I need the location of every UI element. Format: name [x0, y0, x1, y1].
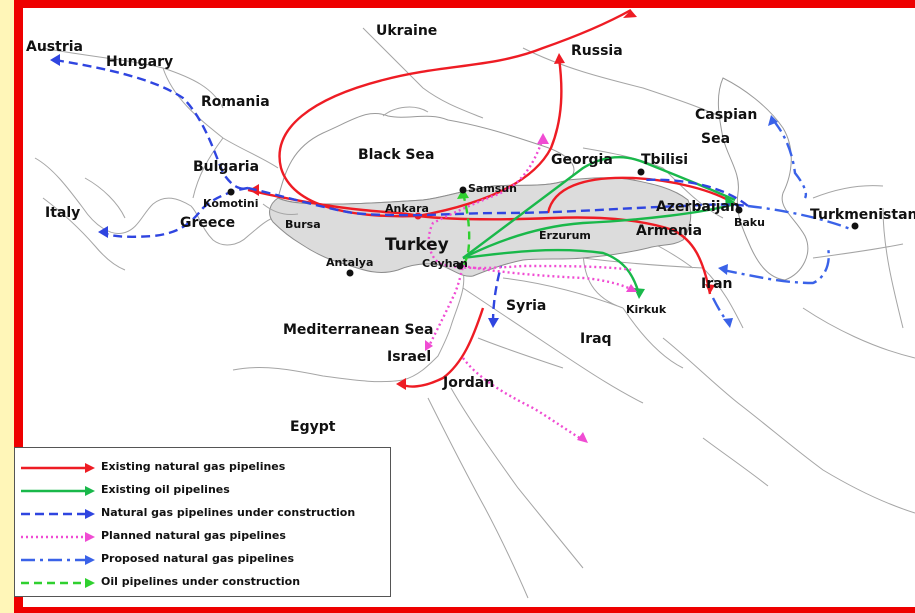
- legend-swatch-gas-under-construction: [21, 509, 95, 519]
- label-jordan: Jordan: [442, 375, 494, 391]
- italy-coast: [42, 177, 126, 271]
- label-egypt: Egypt: [290, 419, 336, 435]
- legend-label-oil-under-construction: Oil pipelines under construction: [101, 575, 301, 588]
- legend-swatch-oil-under-construction: [21, 578, 95, 588]
- turkmen-coast: [812, 185, 904, 259]
- proposed-gas-pipelines: [711, 115, 854, 328]
- map-area: Ukraine Russia Austria Hungary Romania B…: [14, 0, 915, 613]
- label-kirkuk: Kirkuk: [626, 303, 667, 316]
- label-caspian: Caspian: [695, 107, 757, 123]
- gulf-coast: [662, 337, 915, 514]
- legend-label-existing-gas: Existing natural gas pipelines: [101, 460, 286, 473]
- label-mediterranean: Mediterranean Sea: [283, 322, 433, 338]
- planned-gas-pipelines: [425, 133, 637, 443]
- legend-item-proposed-gas: Proposed natural gas pipelines: [15, 550, 390, 570]
- label-bursa: Bursa: [285, 218, 321, 231]
- label-tbilisi: Tbilisi: [641, 152, 688, 168]
- africa-coast: [232, 325, 452, 383]
- legend-label-proposed-gas: Proposed natural gas pipelines: [101, 552, 295, 565]
- label-ukraine: Ukraine: [376, 23, 437, 39]
- country-borders: [42, 27, 915, 404]
- legend-swatch-proposed-gas: [21, 555, 95, 565]
- label-austria: Austria: [26, 39, 83, 55]
- existing-oil-pipelines: [462, 156, 736, 299]
- label-erzurum: Erzurum: [539, 229, 591, 242]
- legend-item-gas-under-construction: Natural gas pipelines under construction: [15, 504, 390, 524]
- label-greece: Greece: [180, 215, 235, 231]
- label-turkmenistan: Turkmenistan: [810, 207, 915, 223]
- legend-item-existing-oil: Existing oil pipelines: [15, 481, 390, 501]
- europe-coast: [34, 157, 279, 246]
- map-legend: Existing natural gas pipelines Existing …: [14, 447, 391, 597]
- label-italy: Italy: [45, 205, 80, 221]
- label-ceyhan: Ceyhan: [422, 257, 468, 270]
- legend-swatch-existing-gas: [21, 463, 95, 473]
- crimea-coast: [382, 106, 429, 117]
- gas-under-construction-pipelines: [50, 54, 749, 328]
- label-samsun: Samsun: [468, 182, 517, 195]
- label-israel: Israel: [387, 349, 431, 365]
- label-sea: Sea: [701, 131, 730, 147]
- label-turkey: Turkey: [385, 235, 449, 255]
- label-antalya: Antalya: [326, 256, 373, 269]
- label-ankara: Ankara: [385, 202, 429, 215]
- side-strip: [0, 0, 14, 613]
- legend-label-existing-oil: Existing oil pipelines: [101, 483, 230, 496]
- label-romania: Romania: [201, 94, 270, 110]
- legend-label-planned-gas: Planned natural gas pipelines: [101, 529, 286, 542]
- legend-item-existing-gas: Existing natural gas pipelines: [15, 458, 390, 478]
- label-russia: Russia: [571, 43, 623, 59]
- legend-swatch-existing-oil: [21, 486, 95, 496]
- caspian-sea-shape: [717, 77, 809, 281]
- marmara-coast: [262, 203, 299, 215]
- legend-swatch-planned-gas: [21, 532, 95, 542]
- legend-label-gas-under-construction: Natural gas pipelines under construction: [101, 506, 356, 519]
- city-markers: [227, 168, 859, 277]
- legend-item-planned-gas: Planned natural gas pipelines: [15, 527, 390, 547]
- legend-item-oil-under-construction: Oil pipelines under construction: [15, 573, 390, 593]
- label-armenia: Armenia: [636, 223, 702, 239]
- label-azerbaijan: Azerbaijan: [656, 199, 740, 215]
- label-baku: Baku: [734, 216, 765, 229]
- label-syria: Syria: [506, 298, 546, 314]
- label-georgia: Georgia: [551, 152, 613, 168]
- label-komotini: Komotini: [203, 197, 259, 210]
- label-bulgaria: Bulgaria: [193, 159, 259, 175]
- label-hungary: Hungary: [106, 54, 173, 70]
- red-sea-coast: [427, 387, 584, 599]
- label-black-sea: Black Sea: [358, 147, 434, 163]
- label-iran: Iran: [701, 276, 733, 292]
- existing-gas-pipelines: [247, 8, 736, 390]
- label-iraq: Iraq: [580, 331, 612, 347]
